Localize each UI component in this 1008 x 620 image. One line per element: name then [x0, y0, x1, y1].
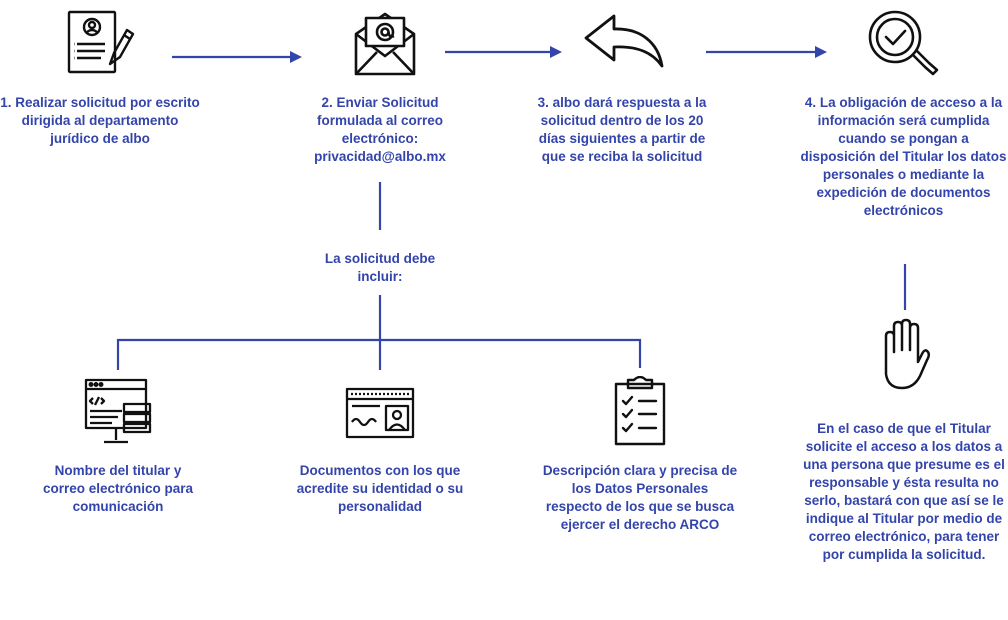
step-4-number: 4.: [804, 95, 817, 110]
note-text: En el caso de que el Titular solicite el…: [803, 421, 1005, 562]
code-window-icon: [84, 378, 152, 444]
document-pen-icon: [67, 10, 135, 74]
requirement-3-text: Descripción clara y precisa de los Datos…: [542, 463, 738, 532]
step-1-text: 1. Realizar solicitud por escrito dirigi…: [0, 94, 200, 148]
magnifier-check-icon: [868, 10, 939, 76]
step-1-number: 1.: [0, 95, 12, 110]
step-3-label: albo dará respuesta a la solicitud dentr…: [538, 95, 707, 164]
step-1-label: Realizar solicitud por escrito dirigida …: [15, 95, 200, 146]
requirement-2-text: Documentos con los que acredite su ident…: [296, 463, 464, 514]
step-4-label: La obligación de acceso a la información…: [800, 95, 1007, 218]
step-2-text: 2. Enviar Solicitud formulada al correo …: [290, 94, 470, 166]
checklist-clipboard-icon: [614, 376, 666, 446]
id-card-icon: [345, 387, 415, 439]
step-3-number: 3.: [537, 95, 549, 110]
reply-arrow-icon: [584, 14, 664, 68]
stop-hand-icon: [884, 318, 931, 390]
email-envelope-icon: [354, 12, 416, 76]
requirement-1-text: Nombre del titular y correo electrónico …: [42, 463, 194, 514]
step-4-text: 4. La obligación de acceso a la informac…: [799, 94, 1008, 220]
step-2-number: 2.: [321, 95, 333, 110]
step-3-text: 3. albo dará respuesta a la solicitud de…: [527, 94, 717, 166]
step-2-label: Enviar Solicitud formulada al correo ele…: [314, 95, 446, 164]
branch-heading: La solicitud debe incluir:: [324, 251, 436, 284]
